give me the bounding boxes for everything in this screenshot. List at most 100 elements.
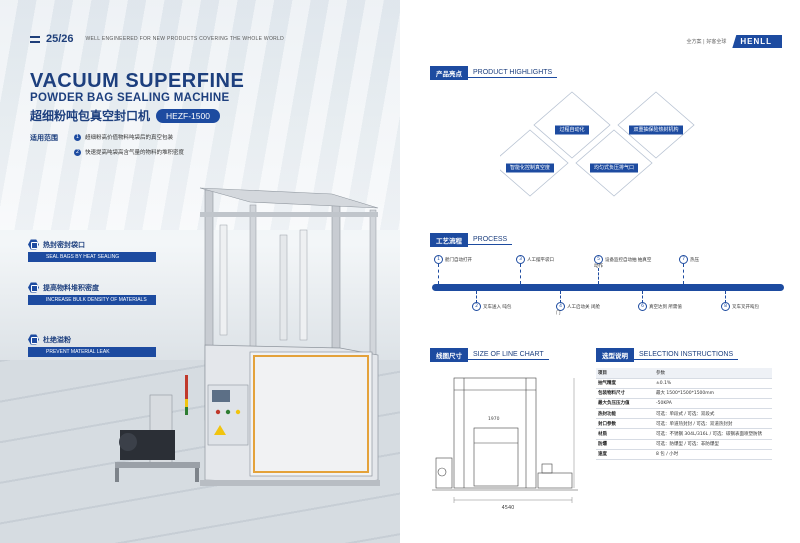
table-value: 可选：单段式 / 可选：双段式 [654,408,772,420]
feature-cn: 杜绝溢粉 [43,335,71,344]
step-number: 6 [638,302,647,311]
table-row: 抽气精度±0.1% [596,378,772,389]
feature-bulk-density: 提高物料堆积密度 INCREASE BULK DENSITY OF MATERI… [28,282,156,305]
step-connector [520,264,521,284]
title-line1: VACUUM SUPERFINE [30,70,245,92]
feature-cn: 提高物料堆积密度 [43,283,99,292]
section-cn: 线图尺寸 [430,348,468,362]
step-number: 4 [556,302,565,311]
section-en: SIZE OF LINE CHART [468,350,549,360]
table-key: 包装物料尺寸 [596,388,654,399]
section-cn: 选型说明 [596,348,634,362]
step-text: 人工启动关 闭舱门 [556,305,600,316]
dim-width-label: 4540 [502,505,515,511]
section-line-chart: 线图尺寸 SIZE OF LINE CHART [430,348,549,362]
step-text: 设备监控自动抽 抽真空动作 [594,258,652,269]
step-connector [725,291,726,303]
step-number: 5 [594,255,603,264]
table-value: 8 包 / 小时 [654,449,772,461]
table-row: 防爆可选：防爆型 / 可选：非防爆型 [596,439,772,450]
table-row: 包装物料尺寸最大 1500*1500*1500mm [596,388,772,399]
table-key: 速度 [596,449,654,461]
feature-heat-seal: 热封密封袋口 SEAL BAGS BY HEAT SEALING [28,239,156,262]
table-row: 最大负压压力值-50KPA [596,398,772,410]
table-header-cell: 参数 [654,368,772,379]
section-cn: 工艺流程 [430,233,468,247]
table-row: 热封功能可选：单段式 / 可选：双段式 [596,408,772,420]
step-connector [598,268,599,284]
scope-number: 2 [74,148,81,156]
step-text: 人工摆平袋口 [527,258,554,263]
table-key: 材质 [596,428,654,440]
step-connector [683,264,684,284]
feature-icon [28,239,39,250]
table-value: 可选：不锈钢 304L/316L / 可选：碳钢表面喷塑防锈 [654,428,772,440]
feature-en: SEAL BAGS BY HEAT SEALING [28,252,156,262]
step-text: 热压 [690,258,699,263]
section-en: PROCESS [468,235,513,245]
title-cn-row: 超细粉吨包真空封口机 HEZF-1500 [30,107,220,124]
table-row: 封口参数可选：单道热封封 / 可选：双道热封封 [596,418,772,430]
scope-item: 2 快速提高吨袋高含气量的物料的堆积密度 [74,148,184,156]
section-cn: 产品亮点 [430,66,468,80]
table-key: 抽气精度 [596,378,654,389]
right-page: 全方案 | 好客全球 HENLL 产品亮点 PRODUCT HIGHLIGHTS… [400,0,800,543]
model-badge: HEZF-1500 [156,108,220,123]
step-text: 真空达到 所需值 [649,305,682,310]
brand-tagline: 全方案 | 好客全球 [686,39,727,45]
page-number-bar: 25/26 WELL ENGINEERED FOR NEW PRODUCTS C… [30,33,284,45]
selection-table: 项目 参数 抽气精度±0.1% 包装物料尺寸最大 1500*1500*1500m… [596,368,772,461]
highlights-diagram: 过程自动化 双重抽保险热封机构 智能化控制真空度 均匀式负压排气口 [500,90,700,200]
scope-label: 适用范围 [30,134,58,142]
table-value: 可选：单道热封封 / 可选：双道热封封 [654,418,772,430]
section-en: SELECTION INSTRUCTIONS [634,350,739,360]
feature-icon [28,334,39,345]
left-page: 25/26 WELL ENGINEERED FOR NEW PRODUCTS C… [0,0,400,543]
step-number: 2 [472,302,481,311]
title-cn: 超细粉吨包真空封口机 [30,109,151,123]
feature-cn: 热封密封袋口 [43,240,85,249]
section-process: 工艺流程 PROCESS [430,233,513,247]
highlight-label: 均匀式负压排气口 [589,163,638,172]
diamond-outlines [500,91,695,197]
feature-icon [28,282,39,293]
highlight-automation: 过程自动化 [533,100,611,150]
feature-en: PREVENT MATERIAL LEAK [28,347,156,357]
highlight-exhaust: 均匀式负压排气口 [575,138,653,188]
scope-text: 超细粉高价值物料吨袋后的真空包装 [85,135,174,141]
title-line2: POWDER BAG SEALING MACHINE [30,92,230,104]
highlight-double-seal: 双重抽保险热封机构 [617,100,695,150]
table-value: ±0.1% [654,378,772,389]
step-text: 舱门自动打开 [445,258,472,263]
scope-text: 快速提高吨袋高含气量的物料的堆积密度 [85,150,185,156]
step-connector [560,291,561,303]
step-text: 叉车送入 吨包 [483,305,512,310]
step-connector [476,291,477,303]
process-timeline [432,284,784,291]
scope-item: 1 超细粉高价值物料吨袋后的真空包装 [74,133,173,141]
step-number: 1 [434,255,443,264]
step-connector [438,264,439,284]
highlight-label: 双重抽保险热封机构 [629,125,683,134]
step-connector [642,291,643,303]
step-number: 3 [516,255,525,264]
step-number: 7 [679,255,688,264]
step-text: 叉车叉开吨包 [732,305,759,310]
menu-lines-icon [30,35,40,43]
table-header-cell: 项目 [596,368,654,379]
table-key: 最大负压压力值 [596,398,654,410]
section-en: PRODUCT HIGHLIGHTS [468,68,558,78]
table-key: 防爆 [596,439,654,450]
highlight-label: 过程自动化 [555,125,589,134]
table-key: 封口参数 [596,418,654,430]
brand: 全方案 | 好客全球 HENLL [686,35,782,48]
table-value: 最大 1500*1500*1500mm [654,388,772,399]
brand-logo: HENLL [732,35,782,48]
highlight-label: 智能化控制真空度 [505,163,554,172]
highlight-vacuum-control: 智能化控制真空度 [491,138,569,188]
